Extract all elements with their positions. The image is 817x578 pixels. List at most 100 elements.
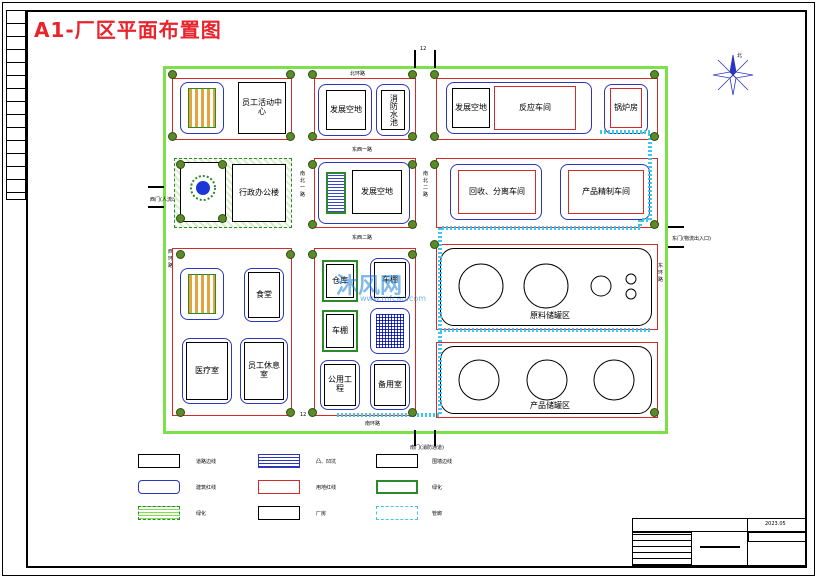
tree-icon (176, 214, 185, 223)
road-west-label: 西环路 (168, 249, 174, 269)
zone-product-tank (436, 342, 658, 418)
title-block-stroke (700, 546, 740, 548)
admin-plaza (180, 162, 226, 222)
west-gate-line-bottom (148, 206, 164, 208)
blue-outline-b1 (370, 258, 410, 302)
pipe-rack-lines (335, 130, 652, 417)
drawing-title: A1-厂区平面布置图 (34, 18, 222, 42)
building-recovery: 回收、分离车间 (458, 170, 536, 214)
legend-swatch-2 (258, 454, 300, 468)
south-gate-line-left (414, 430, 416, 446)
tree-icon (308, 250, 317, 259)
legend-label-7: 绿化 (196, 511, 207, 517)
east-gate-line-bottom (668, 246, 684, 248)
blue-outline-reactor (446, 82, 592, 134)
blue-outline-dev1 (318, 84, 372, 136)
legend-swatch-1 (138, 454, 180, 468)
tree-icon (408, 160, 417, 169)
bike-shed-1-fill (188, 88, 216, 128)
road-ew2-label: 东西二路 (352, 235, 373, 241)
tree-icon (308, 160, 317, 169)
tree-icon (408, 250, 417, 259)
drawing-frame-inner (26, 10, 807, 568)
side-strip (6, 10, 26, 200)
label-product-tank: 产品储罐区 (530, 400, 570, 410)
road-ew1-label: 东西一路 (352, 147, 373, 153)
zone-bottom-left (172, 248, 292, 416)
tree-icon (430, 240, 439, 249)
building-boiler: 锅炉房 (610, 88, 642, 128)
watermark-text: 沐风网 (336, 274, 403, 299)
zone-top-right (436, 78, 658, 140)
zone-top-mid (314, 78, 416, 140)
blue-outline-rest (240, 338, 288, 404)
road-east-label: 东环路 (658, 263, 664, 283)
tree-icon (286, 408, 295, 417)
fountain-icon (190, 175, 216, 201)
building-bike-shed-2: 车棚 (326, 314, 354, 348)
blue-outline-clinic (182, 338, 232, 404)
tree-icon (408, 220, 417, 229)
raw-tank-circles (458, 263, 637, 309)
road-sn2-label: 南北二路 (423, 171, 429, 198)
legend-swatch-6 (376, 480, 418, 494)
road-south-label: 南环路 (365, 421, 381, 427)
legend-label-4: 建筑红线 (196, 485, 217, 491)
compass-rose-icon (712, 54, 754, 96)
building-staff-activity: 员工活动中心 (238, 82, 286, 134)
tree-icon (650, 220, 659, 229)
green-outline-small (322, 310, 358, 352)
tree-icon (176, 408, 185, 417)
west-gate-line-top (148, 186, 164, 188)
legend-label-1: 道路边线 (196, 459, 217, 465)
tree-icon (286, 132, 295, 141)
legend-swatch-8 (258, 506, 300, 520)
title-block-cell (748, 532, 806, 542)
label-raw-tank: 原料储罐区 (530, 310, 570, 320)
blue-outline-utility (320, 360, 360, 410)
building-store: 仓库 (326, 264, 354, 298)
west-gate-label: 西门(人流出入口) (150, 197, 189, 203)
legend-label-9: 管廊 (432, 511, 443, 517)
building-dev-land-3: 发展空地 (352, 170, 402, 214)
road-north-label: 北环路 (350, 71, 366, 77)
tree-icon (650, 408, 659, 417)
blue-outline-hatch (370, 308, 410, 354)
green-outline-store (322, 260, 358, 302)
road-sn1-label: 南北一路 (300, 171, 306, 198)
tree-icon (408, 408, 417, 417)
north-gate-line-right (434, 50, 436, 68)
bike-shed-3 (180, 268, 224, 320)
building-product-refine: 产品精制车间 (568, 170, 644, 214)
legend-label-5: 用地红线 (316, 485, 337, 491)
tree-icon (408, 132, 417, 141)
blue-outline-spare (370, 360, 410, 410)
north-gate-line-left (414, 50, 416, 68)
compass-north-label: 北 (737, 53, 743, 59)
building-clinic: 医疗室 (186, 342, 228, 400)
north-gate-number: 12 (420, 46, 427, 52)
title-block-grid (632, 532, 692, 566)
title-block-code: 2023.05 (765, 521, 786, 527)
legend-label-3: 围墙边线 (432, 459, 453, 465)
tree-icon (408, 70, 417, 79)
tree-icon (430, 70, 439, 79)
product-tank-circles (458, 359, 635, 401)
zone-raw-tank (436, 244, 658, 330)
blue-outline-canteen (244, 268, 284, 322)
blue-outline-recovery (450, 164, 542, 220)
tree-icon (168, 70, 177, 79)
building-staff-rest: 员工休息室 (244, 342, 284, 400)
legend-swatch-4 (138, 480, 180, 494)
blue-outline-pool (376, 84, 410, 136)
zone-staff-activity (172, 78, 292, 140)
east-gate-line-top (668, 226, 684, 228)
legend-label-6: 绿化 (432, 485, 443, 491)
legend-swatch-7 (138, 506, 180, 520)
legend-swatch-9 (376, 506, 418, 520)
legend-label-8: 厂房 (316, 511, 327, 517)
watermark-url: www.mfcad.com (360, 294, 427, 303)
building-canteen: 食堂 (248, 272, 280, 318)
south-gate-label: 南门(消防通道) (410, 445, 444, 451)
